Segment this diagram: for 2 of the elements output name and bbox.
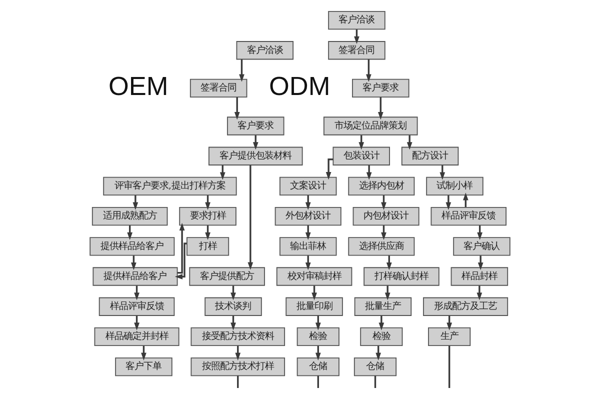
label: ODM	[268, 70, 330, 101]
label: OEM	[108, 70, 168, 101]
